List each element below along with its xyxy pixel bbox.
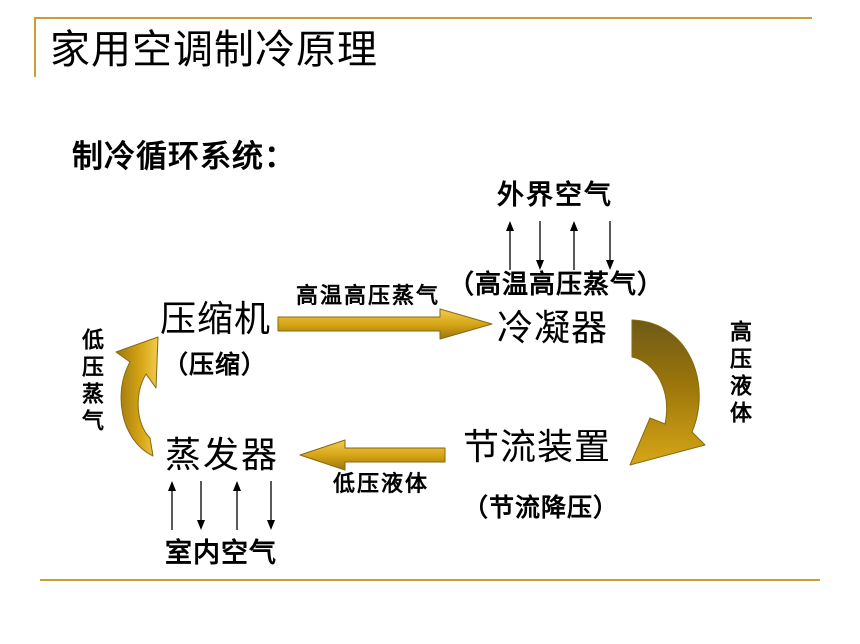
page-title: 家用空调制冷原理 xyxy=(50,27,378,73)
outdoor-air-label: 外界空气 xyxy=(497,180,613,211)
outdoor-air-arrow-2-down xyxy=(536,221,544,270)
bottom-rule xyxy=(40,579,820,581)
arrow-compressor-to-condenser xyxy=(277,308,493,340)
top-rule xyxy=(36,17,812,19)
section-heading: 制冷循环系统： xyxy=(72,139,296,175)
indoor-air-arrow-3-up xyxy=(233,481,241,530)
arrow-throttle-to-evaporator xyxy=(299,439,446,471)
outdoor-air-arrows xyxy=(506,221,614,270)
outdoor-air-arrow-4-down xyxy=(606,221,614,270)
left-rule xyxy=(34,17,36,77)
indoor-air-arrow-1-up xyxy=(168,481,176,530)
node-compressor-note: （压缩） xyxy=(163,350,268,379)
indoor-air-arrow-2-down xyxy=(197,481,205,530)
node-compressor-label: 压缩机 xyxy=(160,299,272,340)
flow-label-high-temp-high-pressure-vapor: 高温高压蒸气 xyxy=(296,283,441,309)
outdoor-air-arrow-3-up xyxy=(570,221,578,270)
flow-label-low-pressure-liquid: 低压液体 xyxy=(333,471,430,497)
indoor-air-arrows xyxy=(168,481,275,530)
arrow-condenser-to-throttle xyxy=(629,319,706,466)
node-condenser-label: 冷凝器 xyxy=(497,308,609,349)
condenser-state-note: （高温高压蒸气） xyxy=(448,270,665,300)
node-evaporator-label: 蒸发器 xyxy=(165,435,280,476)
flow-label-high-pressure-liquid: 高压液体 xyxy=(726,320,752,428)
flow-label-low-pressure-vapor: 低压蒸气 xyxy=(78,328,104,436)
indoor-air-label: 室内空气 xyxy=(165,538,277,569)
arrow-evaporator-to-compressor xyxy=(115,336,159,457)
outdoor-air-arrow-1-up xyxy=(506,221,514,270)
indoor-air-arrow-4-down xyxy=(267,481,275,530)
node-throttle-label: 节流装置 xyxy=(463,427,612,468)
node-throttle-note: （节流降压） xyxy=(463,493,620,522)
